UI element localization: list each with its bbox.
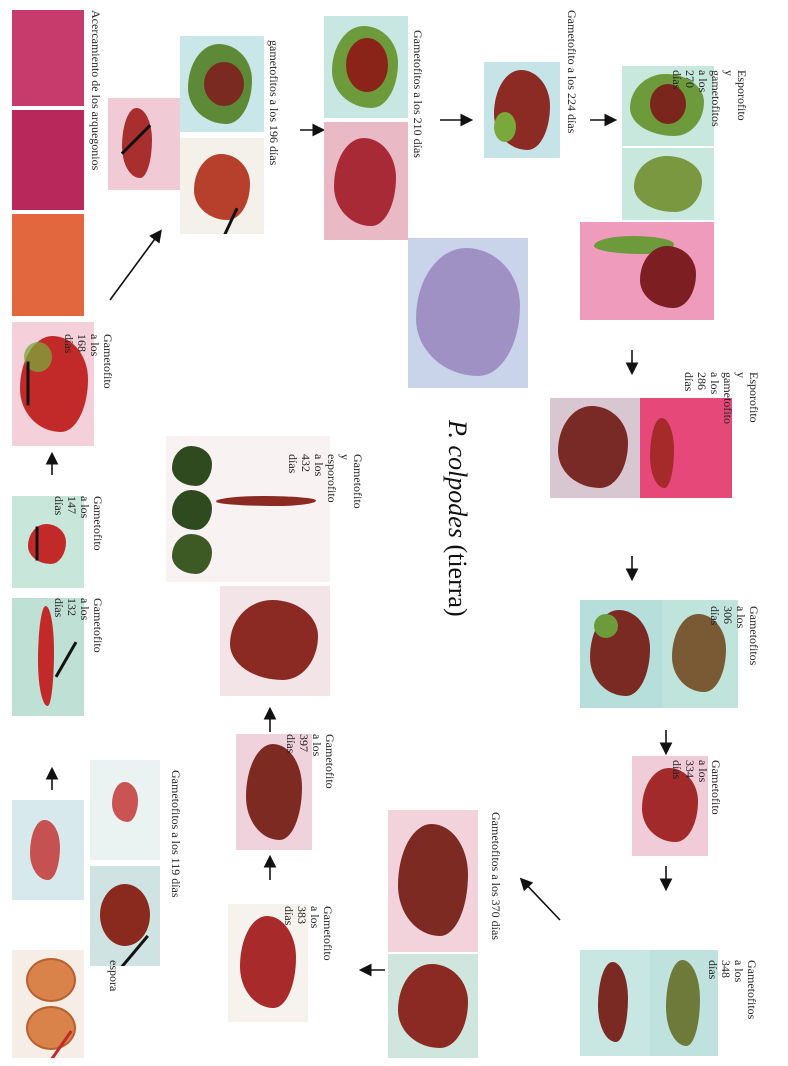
photo-g119-a: [12, 800, 84, 900]
photo-arch-3: [12, 10, 84, 106]
photo-g196-b: [180, 36, 264, 132]
photo-g196-c: [180, 138, 264, 234]
label-g119: Gametofitos a los 119 días: [169, 770, 182, 898]
label-g432: Gametofito y esporofito a los 432 días: [286, 454, 364, 484]
label-g210: Gametofitos a los 210 días: [411, 30, 424, 158]
title-species: P. colpodes: [443, 420, 472, 538]
label-g168: Gametofito a los 168 días: [62, 334, 114, 364]
photo-g286-b: [640, 398, 732, 498]
photo-g210-a: [324, 16, 408, 118]
photo-spore: [12, 950, 84, 1058]
label-arch: Acercamiento de los arquegonios: [89, 10, 102, 170]
photo-arch-1: [12, 214, 84, 316]
label-g224: Gametofito a los 224 días: [565, 10, 578, 133]
label-g270: Esporofito y gametofitos a los 270 días: [670, 70, 748, 100]
photo-g270-c: [580, 222, 714, 320]
label-g306: Gametofitos a los 306 días: [708, 606, 760, 636]
photo-g370-b: [388, 954, 478, 1058]
label-g334: Gametofito a los 334 días: [670, 760, 722, 790]
arrow-g348-to-g370: [522, 880, 560, 920]
photo-g224: [484, 62, 560, 158]
label-g196: gametofitos a los 196 días: [267, 40, 280, 165]
label-g147: Gametofito a los 147 días: [52, 496, 104, 526]
photo-g286-a: [550, 398, 640, 498]
photo-g119-c: [90, 866, 160, 966]
label-g383: Gametofito a los 383 días: [282, 906, 334, 936]
photo-g370-a: [388, 810, 478, 952]
photo-g119-b: [90, 760, 160, 860]
photo-arch-2: [12, 110, 84, 210]
photo-g270-b: [622, 148, 714, 220]
arrow-g168-to-g196: [110, 232, 160, 300]
photo-g348-a: [580, 950, 650, 1056]
photo-g210-zoom: [408, 238, 528, 388]
photo-g210-b: [324, 122, 408, 240]
photo-g196-a: [108, 98, 180, 190]
diagram-title: P. colpodes (tierra): [442, 420, 472, 617]
photo-g306-a: [580, 600, 662, 708]
label-g397: Gametofito a los 397 días: [284, 734, 336, 764]
label-spore: espora: [107, 960, 120, 991]
title-qualifier: (tierra): [443, 538, 472, 617]
label-g370: Gametofitos a los 370 días: [489, 812, 502, 940]
label-g286: Esporofito y gametofito a los 286 días: [682, 372, 760, 402]
photo-g432-a: [220, 586, 330, 696]
label-g348: Gametofitos a los 348 días: [706, 960, 758, 990]
label-g132: Gametofito a los 132 días: [52, 598, 104, 628]
